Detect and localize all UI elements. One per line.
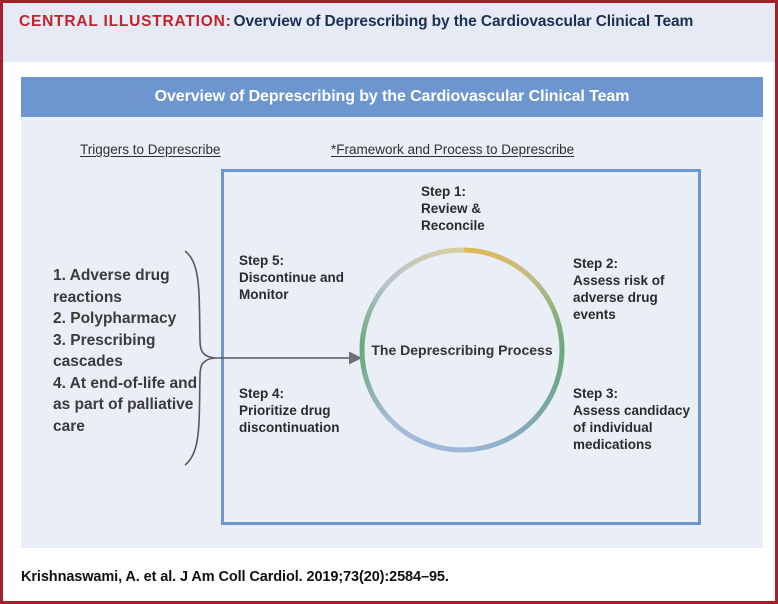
trigger-brace-arrow [184, 250, 362, 466]
illustration-panel: Overview of Deprescribing by the Cardiov… [21, 77, 763, 548]
step-2-label: Step 2: Assess risk of adverse drug even… [573, 255, 693, 323]
trigger-item: 1. Adverse drug reactions [53, 267, 170, 306]
ring-arc-top-left [359, 247, 465, 353]
step-5-title: Step 5: [239, 253, 285, 268]
step-2-title: Step 2: [573, 256, 619, 271]
step-3-body: Assess candidacy of individual medicatio… [573, 403, 691, 452]
header-title-line: CENTRAL ILLUSTRATION:Overview of Depresc… [19, 12, 759, 32]
ring-arc-bottom-right [459, 347, 565, 453]
curly-brace-icon [184, 250, 216, 466]
step-1-body: Review & Reconcile [421, 201, 485, 233]
figure-header: CENTRAL ILLUSTRATION:Overview of Depresc… [3, 3, 775, 62]
ring-arc-bottom-left [359, 347, 465, 453]
step-1-label: Step 1: Review & Reconcile [421, 183, 541, 234]
step-5-label: Step 5: Discontinue and Monitor [239, 252, 359, 303]
circle-center-label: The Deprescribing Process [371, 342, 553, 358]
trigger-item: 2. Polypharmacy [53, 310, 177, 327]
triggers-section-heading: Triggers to Deprescribe [80, 142, 221, 157]
circle-ring-graphic [359, 247, 565, 453]
citation-text: Krishnaswami, A. et al. J Am Coll Cardio… [21, 569, 449, 585]
ring-arc-top-right [459, 247, 565, 353]
panel-title-bar: Overview of Deprescribing by the Cardiov… [21, 77, 763, 117]
trigger-item: 3. Prescribing cascades [53, 331, 156, 371]
framework-section-heading: *Framework and Process to Deprescribe [331, 142, 575, 157]
panel-title-text: Overview of Deprescribing by the Cardiov… [154, 88, 630, 105]
step-3-label: Step 3: Assess candidacy of individual m… [573, 385, 703, 453]
step-5-body: Discontinue and Monitor [239, 270, 345, 302]
step-1-title: Step 1: [421, 184, 467, 199]
step-2-body: Assess risk of adverse drug events [573, 273, 665, 322]
step-4-title: Step 4: [239, 386, 285, 401]
central-illustration-label: CENTRAL ILLUSTRATION: [19, 13, 232, 30]
triggers-list: 1. Adverse drug reactions 2. Polypharmac… [53, 265, 203, 437]
framework-box [221, 169, 701, 525]
step-4-label: Step 4: Prioritize drug discontinuation [239, 385, 369, 436]
trigger-item: 4. At end-of-life and as part of palliat… [53, 374, 198, 435]
deprescribing-process-circle: The Deprescribing Process [358, 246, 566, 454]
page-title: Overview of Deprescribing by the Cardiov… [233, 13, 694, 30]
step-4-body: Prioritize drug discontinuation [239, 403, 340, 435]
step-3-title: Step 3: [573, 386, 619, 401]
arrow-head-icon [349, 351, 362, 365]
